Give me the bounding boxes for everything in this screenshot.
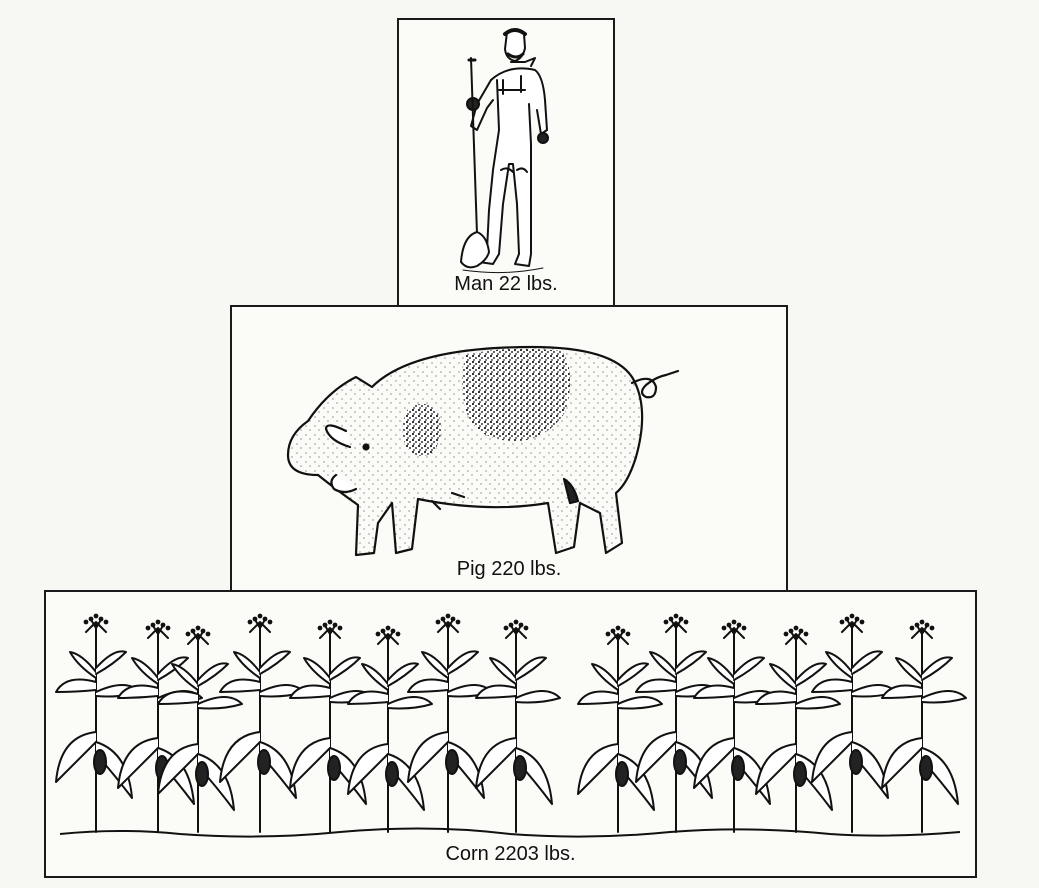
corn-stalk bbox=[158, 627, 242, 832]
corn-stalk bbox=[118, 621, 202, 832]
corn-stalk bbox=[476, 621, 560, 832]
farmer-illustration bbox=[399, 20, 613, 306]
pyramid-level-pig: Pig 220 lbs. bbox=[230, 305, 788, 593]
corn-label: Corn 2203 lbs. bbox=[46, 843, 975, 866]
corn-stalk bbox=[882, 621, 966, 832]
pig-label: Pig 220 lbs. bbox=[232, 558, 786, 581]
pyramid-level-man: Man 22 lbs. bbox=[397, 18, 615, 308]
man-label: Man 22 lbs. bbox=[399, 273, 613, 296]
corn-stalk bbox=[290, 621, 374, 832]
corn-stalk bbox=[56, 615, 140, 832]
pyramid-level-corn: Corn 2203 lbs. bbox=[44, 590, 977, 878]
corn-field-illustration bbox=[46, 592, 975, 876]
corn-stalk bbox=[578, 627, 662, 832]
pig-illustration bbox=[232, 307, 786, 591]
